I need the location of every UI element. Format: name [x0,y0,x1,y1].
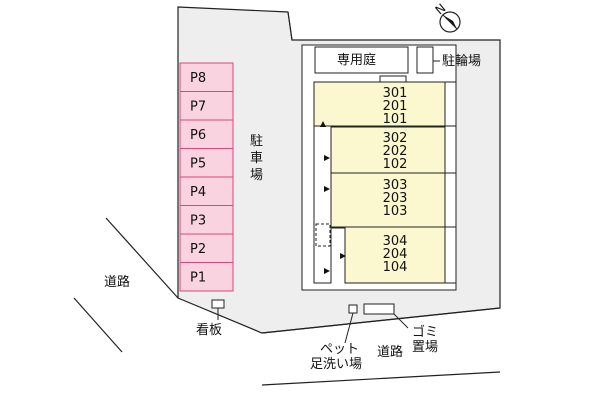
road-label-left: 道路 [104,275,131,290]
pet-wash-marker [348,304,358,314]
garbage-label-line2: 置場 [412,340,439,355]
garbage-label-line1: ゴミ [412,325,439,340]
lot-divider [287,11,293,41]
bicycle-parking-label: 駐輪場 [442,54,482,69]
private-garden-label: 専用庭 [337,53,377,68]
parking-space-label: P3 [190,214,206,229]
unit-block [330,172,446,228]
room-number: 101 [383,112,408,127]
room-number: 204 [383,247,408,262]
entrance-arrow [324,155,330,161]
pet-wash-leader [344,312,354,344]
room-number: 303 [383,178,408,193]
entrance-arrow [340,253,346,259]
parking-space [179,148,234,178]
road-line [73,297,123,353]
parking-space-label: P5 [190,157,206,172]
unit-block [313,81,446,127]
room-number: 201 [383,99,408,114]
signboard-label: 看板 [196,323,223,338]
compass-icon [439,11,461,33]
room-number: 103 [383,204,408,219]
road-line [261,307,501,334]
garbage-leader [393,313,409,329]
parking-space-label: P1 [190,271,206,286]
entrance-arrow [324,186,330,192]
pet-wash-label-line1: ペット [320,342,360,357]
room-number: 302 [383,131,408,146]
room-number: 102 [383,157,408,172]
pet-wash-label-line2: 足洗い場 [310,357,363,372]
parking-space [179,119,234,149]
entrance-arrow [324,268,330,274]
parking-space [179,233,234,263]
road-label-bottom: 道路 [377,345,404,360]
room-number: 301 [383,86,408,101]
parking-space [179,262,234,292]
parking-label: 駐車場 [250,134,264,183]
parking-space-label: P2 [190,242,206,257]
signboard-marker [211,299,225,309]
parking-space-label: P7 [190,100,206,115]
parking-space [179,205,234,235]
parking-space-label: P6 [190,128,206,143]
parking-space [179,62,234,92]
parking-space [179,176,234,206]
garbage-marker [363,303,395,315]
road-line [261,371,501,386]
room-number: 304 [383,234,408,249]
stairs [315,223,331,247]
parking-space-label: P8 [190,71,206,86]
parking-space [179,91,234,121]
road-line [105,217,179,299]
unit-block [344,226,446,284]
bicycle-parking-box [416,46,434,74]
room-number: 202 [383,144,408,159]
entrance-arrow [320,121,326,127]
room-number: 203 [383,191,408,206]
room-number: 104 [383,260,408,275]
balcony [444,81,457,284]
parking-space-label: P4 [190,185,206,200]
private-garden [314,46,409,74]
unit-block [330,126,446,174]
